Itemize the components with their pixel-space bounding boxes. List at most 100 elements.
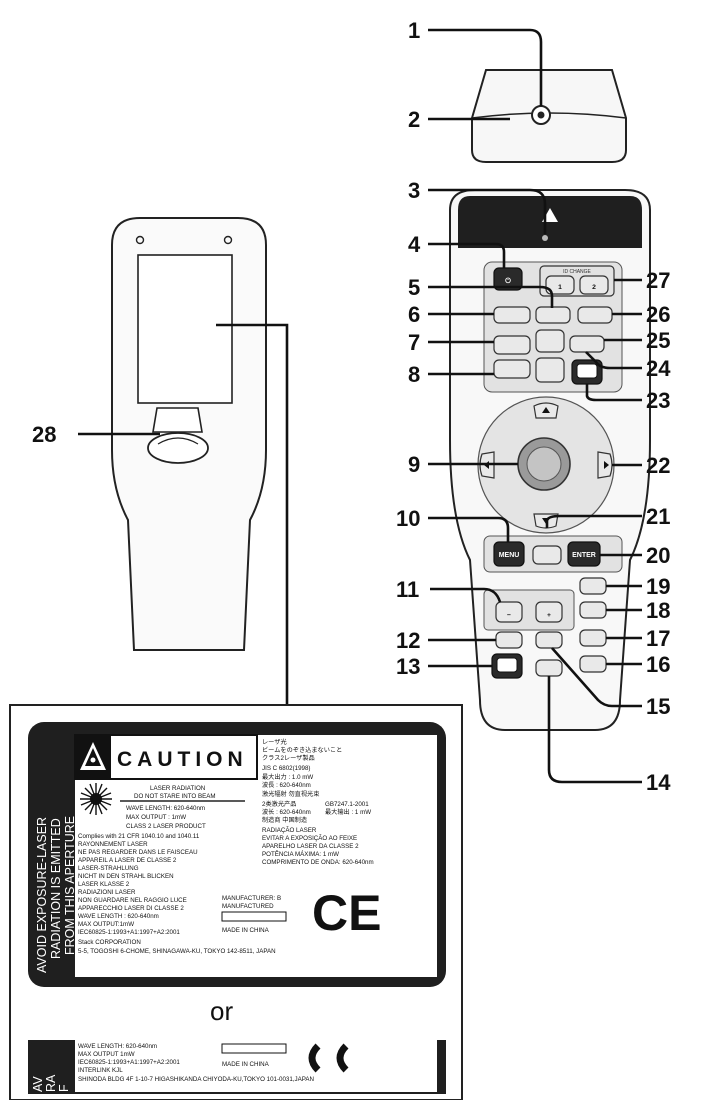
remote-front-view: ⏻ ID CHANGE 1 2 MENU <box>449 189 651 731</box>
side-warning-line-2: RADIATION IS EMITTED <box>49 818 63 959</box>
alt-address: SHINODA BLDG 4F 1-10-7 HIGASHIKANDA CHIY… <box>78 1076 314 1083</box>
callout-15: 15 <box>646 694 670 719</box>
svg-text:AV: AV <box>31 1076 45 1092</box>
aspect-button[interactable] <box>493 335 531 355</box>
laser-starburst-icon <box>80 783 112 815</box>
svg-text:JIS C 6802(1998): JIS C 6802(1998) <box>262 765 311 772</box>
standby-button[interactable] <box>493 267 523 291</box>
callout-23: 23 <box>646 388 670 413</box>
svg-text:RA: RA <box>44 1074 58 1092</box>
callout-11: 11 <box>396 577 419 602</box>
svg-text:RAYONNEMENT LASER: RAYONNEMENT LASER <box>78 841 148 848</box>
callout-12: 12 <box>396 628 420 653</box>
rgb-button[interactable] <box>493 306 531 324</box>
callout-20: 20 <box>646 543 670 568</box>
svg-text:IEC60825-1:1993+A1:1997+A2:200: IEC60825-1:1993+A1:1997+A2:2001 <box>78 929 180 936</box>
svg-text:NICHT IN DEN STRAHL BLICKEN: NICHT IN DEN STRAHL BLICKEN <box>78 873 174 880</box>
position-button[interactable] <box>579 577 607 595</box>
callout-18: 18 <box>646 598 670 623</box>
svg-text:WAVE LENGTH: 620-640nm: WAVE LENGTH: 620-640nm <box>126 805 205 812</box>
or-separator: or <box>210 996 233 1026</box>
callout-3: 3 <box>408 178 420 203</box>
svg-text:NON GUARDARE NEL RAGGIO LUCE: NON GUARDARE NEL RAGGIO LUCE <box>78 897 187 904</box>
callout-28: 28 <box>32 422 56 447</box>
svg-text:RADIAÇÃO LASER: RADIAÇÃO LASER <box>262 827 317 834</box>
svg-text:MAX OUTPUT:1mW: MAX OUTPUT:1mW <box>78 921 134 928</box>
svg-text:MADE IN CHINA: MADE IN CHINA <box>222 1061 270 1068</box>
svg-text:WAVE LENGTH : 620-640nm: WAVE LENGTH : 620-640nm <box>78 913 159 920</box>
page-down-button[interactable] <box>535 631 563 649</box>
callout-17: 17 <box>646 626 670 651</box>
svg-text:EVITAR A EXPOSIÇÃO AO FEIXE: EVITAR A EXPOSIÇÃO AO FEIXE <box>262 835 357 842</box>
svg-text:クラス2レーザ製品: クラス2レーザ製品 <box>262 754 315 762</box>
reset-button[interactable] <box>532 545 562 565</box>
svg-text:POTÊNCIA MÁXIMA: 1 mW: POTÊNCIA MÁXIMA: 1 mW <box>262 850 339 858</box>
svg-text:⏻: ⏻ <box>505 277 511 285</box>
svg-text:Complies with 21 CFR 1040.10 a: Complies with 21 CFR 1040.10 and 1040.11 <box>78 833 200 840</box>
callout-6: 6 <box>408 302 420 327</box>
svg-text:MANUFACTURED: MANUFACTURED <box>222 903 274 910</box>
callout-7: 7 <box>408 330 420 355</box>
magnify-off-button[interactable] <box>535 357 565 383</box>
callout-10: 10 <box>396 506 420 531</box>
volume-plus-button[interactable] <box>535 601 563 623</box>
mute-button[interactable] <box>535 659 563 677</box>
svg-text:波长 : 620-640nm: 波长 : 620-640nm <box>262 808 311 816</box>
callout-16: 16 <box>646 652 670 677</box>
receiver-unit <box>471 69 627 163</box>
svg-text:MANUFACTURER: B: MANUFACTURER: B <box>222 895 281 902</box>
callout-14: 14 <box>646 770 671 795</box>
svg-text:波長 : 620-640nm: 波長 : 620-640nm <box>262 781 311 789</box>
callout-numbers: 1 2 3 4 5 6 7 8 9 10 11 12 13 14 15 16 1… <box>32 18 671 795</box>
volume-minus-button[interactable] <box>495 601 523 623</box>
svg-text:WAVE LENGTH: 620-640nm: WAVE LENGTH: 620-640nm <box>78 1043 157 1050</box>
callout-19: 19 <box>646 574 670 599</box>
company-name: Stack CORPORATION <box>78 939 141 946</box>
svg-text:F: F <box>57 1084 71 1092</box>
svg-text:ENTER: ENTER <box>572 552 596 559</box>
svg-text:COMPRIMENTO DE ONDA: 620-640nm: COMPRIMENTO DE ONDA: 620-640nm <box>262 859 374 866</box>
callout-27: 27 <box>646 268 670 293</box>
svg-text:最大出力 : 1.0 mW: 最大出力 : 1.0 mW <box>262 773 313 781</box>
ce-mark-partial <box>308 1043 349 1073</box>
svg-text:MAX OUTPUT : 1mW: MAX OUTPUT : 1mW <box>126 814 186 821</box>
callout-21: 21 <box>646 504 670 529</box>
callout-26: 26 <box>646 302 670 327</box>
back-label-window <box>137 254 233 404</box>
svg-text:RADIAZIONI LASER: RADIAZIONI LASER <box>78 889 136 896</box>
leader-lines <box>78 28 642 784</box>
callout-9: 9 <box>408 452 420 477</box>
search-button[interactable] <box>577 306 613 324</box>
svg-text:最大输出 : 1 mW: 最大输出 : 1 mW <box>325 808 371 816</box>
callout-24: 24 <box>646 356 671 381</box>
video-button[interactable] <box>535 306 571 324</box>
callout-8: 8 <box>408 362 420 387</box>
svg-text:MAX OUTPUT 1mW: MAX OUTPUT 1mW <box>78 1051 135 1058</box>
callout-22: 22 <box>646 453 670 478</box>
svg-text:+: + <box>547 612 551 619</box>
effect-button[interactable] <box>579 601 607 619</box>
svg-text:制造商 中国制造: 制造商 中国制造 <box>262 816 307 824</box>
svg-text:DO NOT STARE INTO BEAM: DO NOT STARE INTO BEAM <box>134 793 215 800</box>
svg-text:APPAREIL A LASER DE CLASSE 2: APPAREIL A LASER DE CLASSE 2 <box>78 857 177 864</box>
svg-text:2: 2 <box>592 284 596 291</box>
svg-text:レーザ光: レーザ光 <box>262 738 287 746</box>
caution-label: AVOID EXPOSURE-LASER RADIATION IS EMITTE… <box>9 704 463 1100</box>
callout-4: 4 <box>408 232 421 257</box>
svg-text:1: 1 <box>558 284 562 291</box>
freeze-button[interactable] <box>579 629 607 647</box>
indicator-led <box>542 235 548 241</box>
blank-button[interactable] <box>579 655 607 673</box>
callout-13: 13 <box>396 654 420 679</box>
latch-knob <box>147 432 209 464</box>
magnify-on-button[interactable] <box>535 329 565 353</box>
keystone-button[interactable] <box>493 359 531 379</box>
auto-button[interactable] <box>569 335 605 353</box>
svg-text:2类激光产品: 2类激光产品 <box>262 800 296 808</box>
id-2-button[interactable] <box>579 275 609 295</box>
id-1-button[interactable] <box>545 275 575 295</box>
svg-text:APPARECCHIO LASER DI CLASSE 2: APPARECCHIO LASER DI CLASSE 2 <box>78 905 184 912</box>
page-up-button[interactable] <box>495 631 523 649</box>
svg-text:MADE IN CHINA: MADE IN CHINA <box>222 927 270 934</box>
